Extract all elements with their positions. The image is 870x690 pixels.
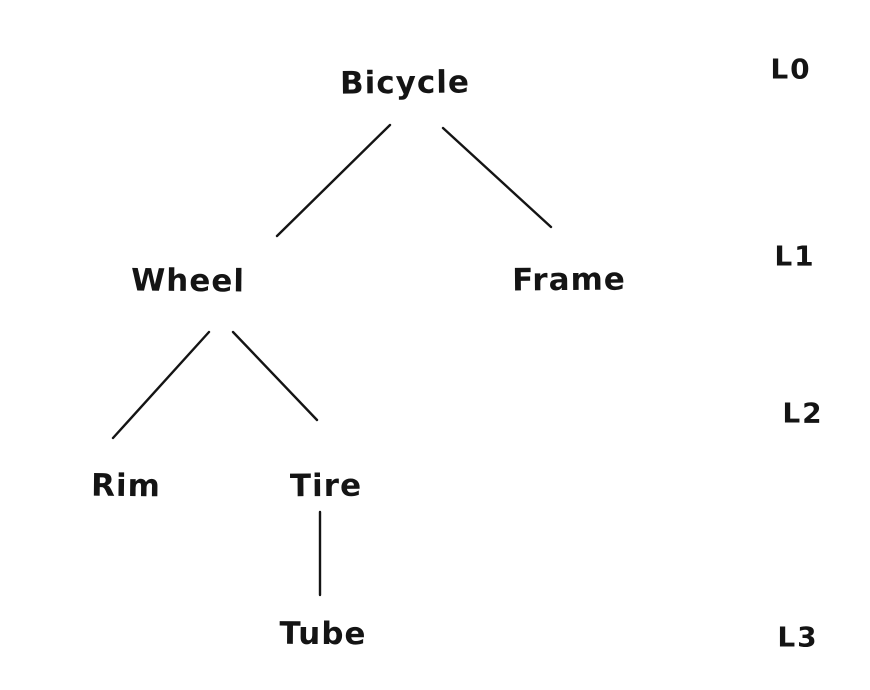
edge-bicycle-frame	[441, 126, 553, 229]
node-frame: Frame	[511, 261, 627, 299]
level-label-l2: L2	[782, 396, 824, 430]
edge-wheel-rim	[111, 330, 211, 440]
node-wheel: Wheel	[130, 262, 246, 300]
node-tire: Tire	[289, 467, 363, 505]
level-label-l3: L3	[777, 620, 819, 654]
node-rim: Rim	[90, 467, 162, 505]
edge-wheel-tire	[231, 330, 319, 422]
level-label-l0: L0	[770, 52, 812, 86]
node-tube: Tube	[279, 615, 367, 653]
level-label-l1: L1	[774, 239, 816, 273]
edge-bicycle-wheel	[275, 123, 392, 238]
node-bicycle: Bicycle	[339, 64, 471, 102]
